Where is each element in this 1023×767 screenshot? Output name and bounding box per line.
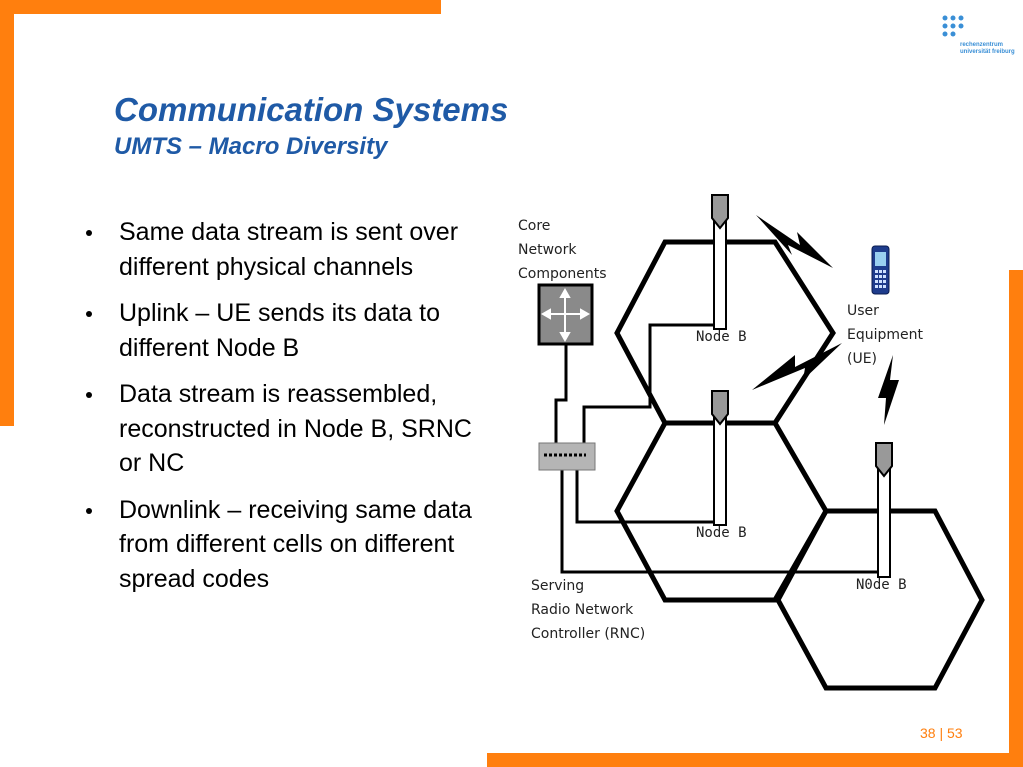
ue-label-line-3: (UE): [847, 351, 877, 367]
macro-diversity-diagram: Core Network Components User Equipment (…: [518, 194, 985, 691]
logo-dots-icon: [942, 15, 964, 37]
lightning-bolt-icon: [878, 355, 899, 425]
bullet-item: Same data stream is sent over different …: [86, 215, 496, 284]
logo-text: rechenzentrum universität freiburg: [960, 42, 1015, 56]
core-label-line-1: Core: [518, 218, 550, 234]
ue-label-line-1: User: [847, 303, 879, 319]
bullet-text: Same data stream is sent over different …: [119, 218, 459, 281]
phone-icon: [871, 245, 890, 295]
cell-hexagon-middle: [614, 420, 829, 603]
ue-label-line-2: Equipment: [847, 327, 924, 343]
antenna-middle-icon: [711, 390, 729, 526]
top-accent-bar: [0, 0, 441, 14]
antenna-top-icon: [711, 194, 729, 330]
lightning-bolt-icon: [756, 215, 833, 268]
node-b-right-label: N0de B: [856, 577, 907, 593]
bullet-text: Downlink – receiving same data from diff…: [119, 495, 472, 593]
logo-line-1: rechenzentrum: [960, 42, 1004, 48]
bullet-text: Data stream is reassembled, reconstructe…: [119, 380, 472, 477]
node-b-middle-label: Node B: [696, 525, 747, 541]
rnc-label-line-3: Controller (RNC): [531, 626, 645, 642]
antenna-right-icon: [875, 442, 893, 578]
bullet-dot-icon: [86, 230, 92, 236]
page-number: 38 | 53: [920, 725, 963, 741]
bullet-item: Downlink – receiving same data from diff…: [86, 493, 496, 597]
bottom-accent-bar: [487, 753, 1023, 767]
bullet-text: Uplink – UE sends its data to different …: [119, 299, 440, 362]
slide-subtitle: UMTS – Macro Diversity: [114, 133, 388, 160]
right-accent-bar: [1009, 270, 1023, 767]
logo-line-2: universität freiburg: [960, 49, 1015, 55]
rnc-label-line-1: Serving: [531, 578, 584, 594]
core-label-line-2: Network: [518, 242, 577, 258]
bullet-dot-icon: [86, 507, 92, 514]
bullet-list: Same data stream is sent over different …: [86, 215, 496, 608]
core-label-line-3: Components: [518, 266, 607, 282]
cell-hexagon-right: [775, 508, 985, 691]
wire-rnc-to-nodeb-mid: [575, 470, 716, 524]
bullet-item: Data stream is reassembled, reconstructe…: [86, 377, 496, 481]
bullet-item: Uplink – UE sends its data to different …: [86, 296, 496, 365]
slide-title: Communication Systems: [114, 91, 509, 128]
core-arrows-icon: [540, 287, 591, 343]
wire-core-to-rnc: [554, 345, 568, 443]
wire-rnc-to-nodeb-right: [560, 470, 880, 574]
lightning-bolt-icon: [752, 343, 842, 390]
node-b-top-label: Node B: [696, 329, 747, 345]
bullet-dot-icon: [86, 392, 92, 398]
bullet-dot-icon: [86, 311, 92, 317]
left-accent-bar: [0, 0, 14, 426]
rnc-label-line-2: Radio Network: [531, 602, 634, 618]
wire-rnc-to-nodeb-top: [582, 323, 716, 443]
